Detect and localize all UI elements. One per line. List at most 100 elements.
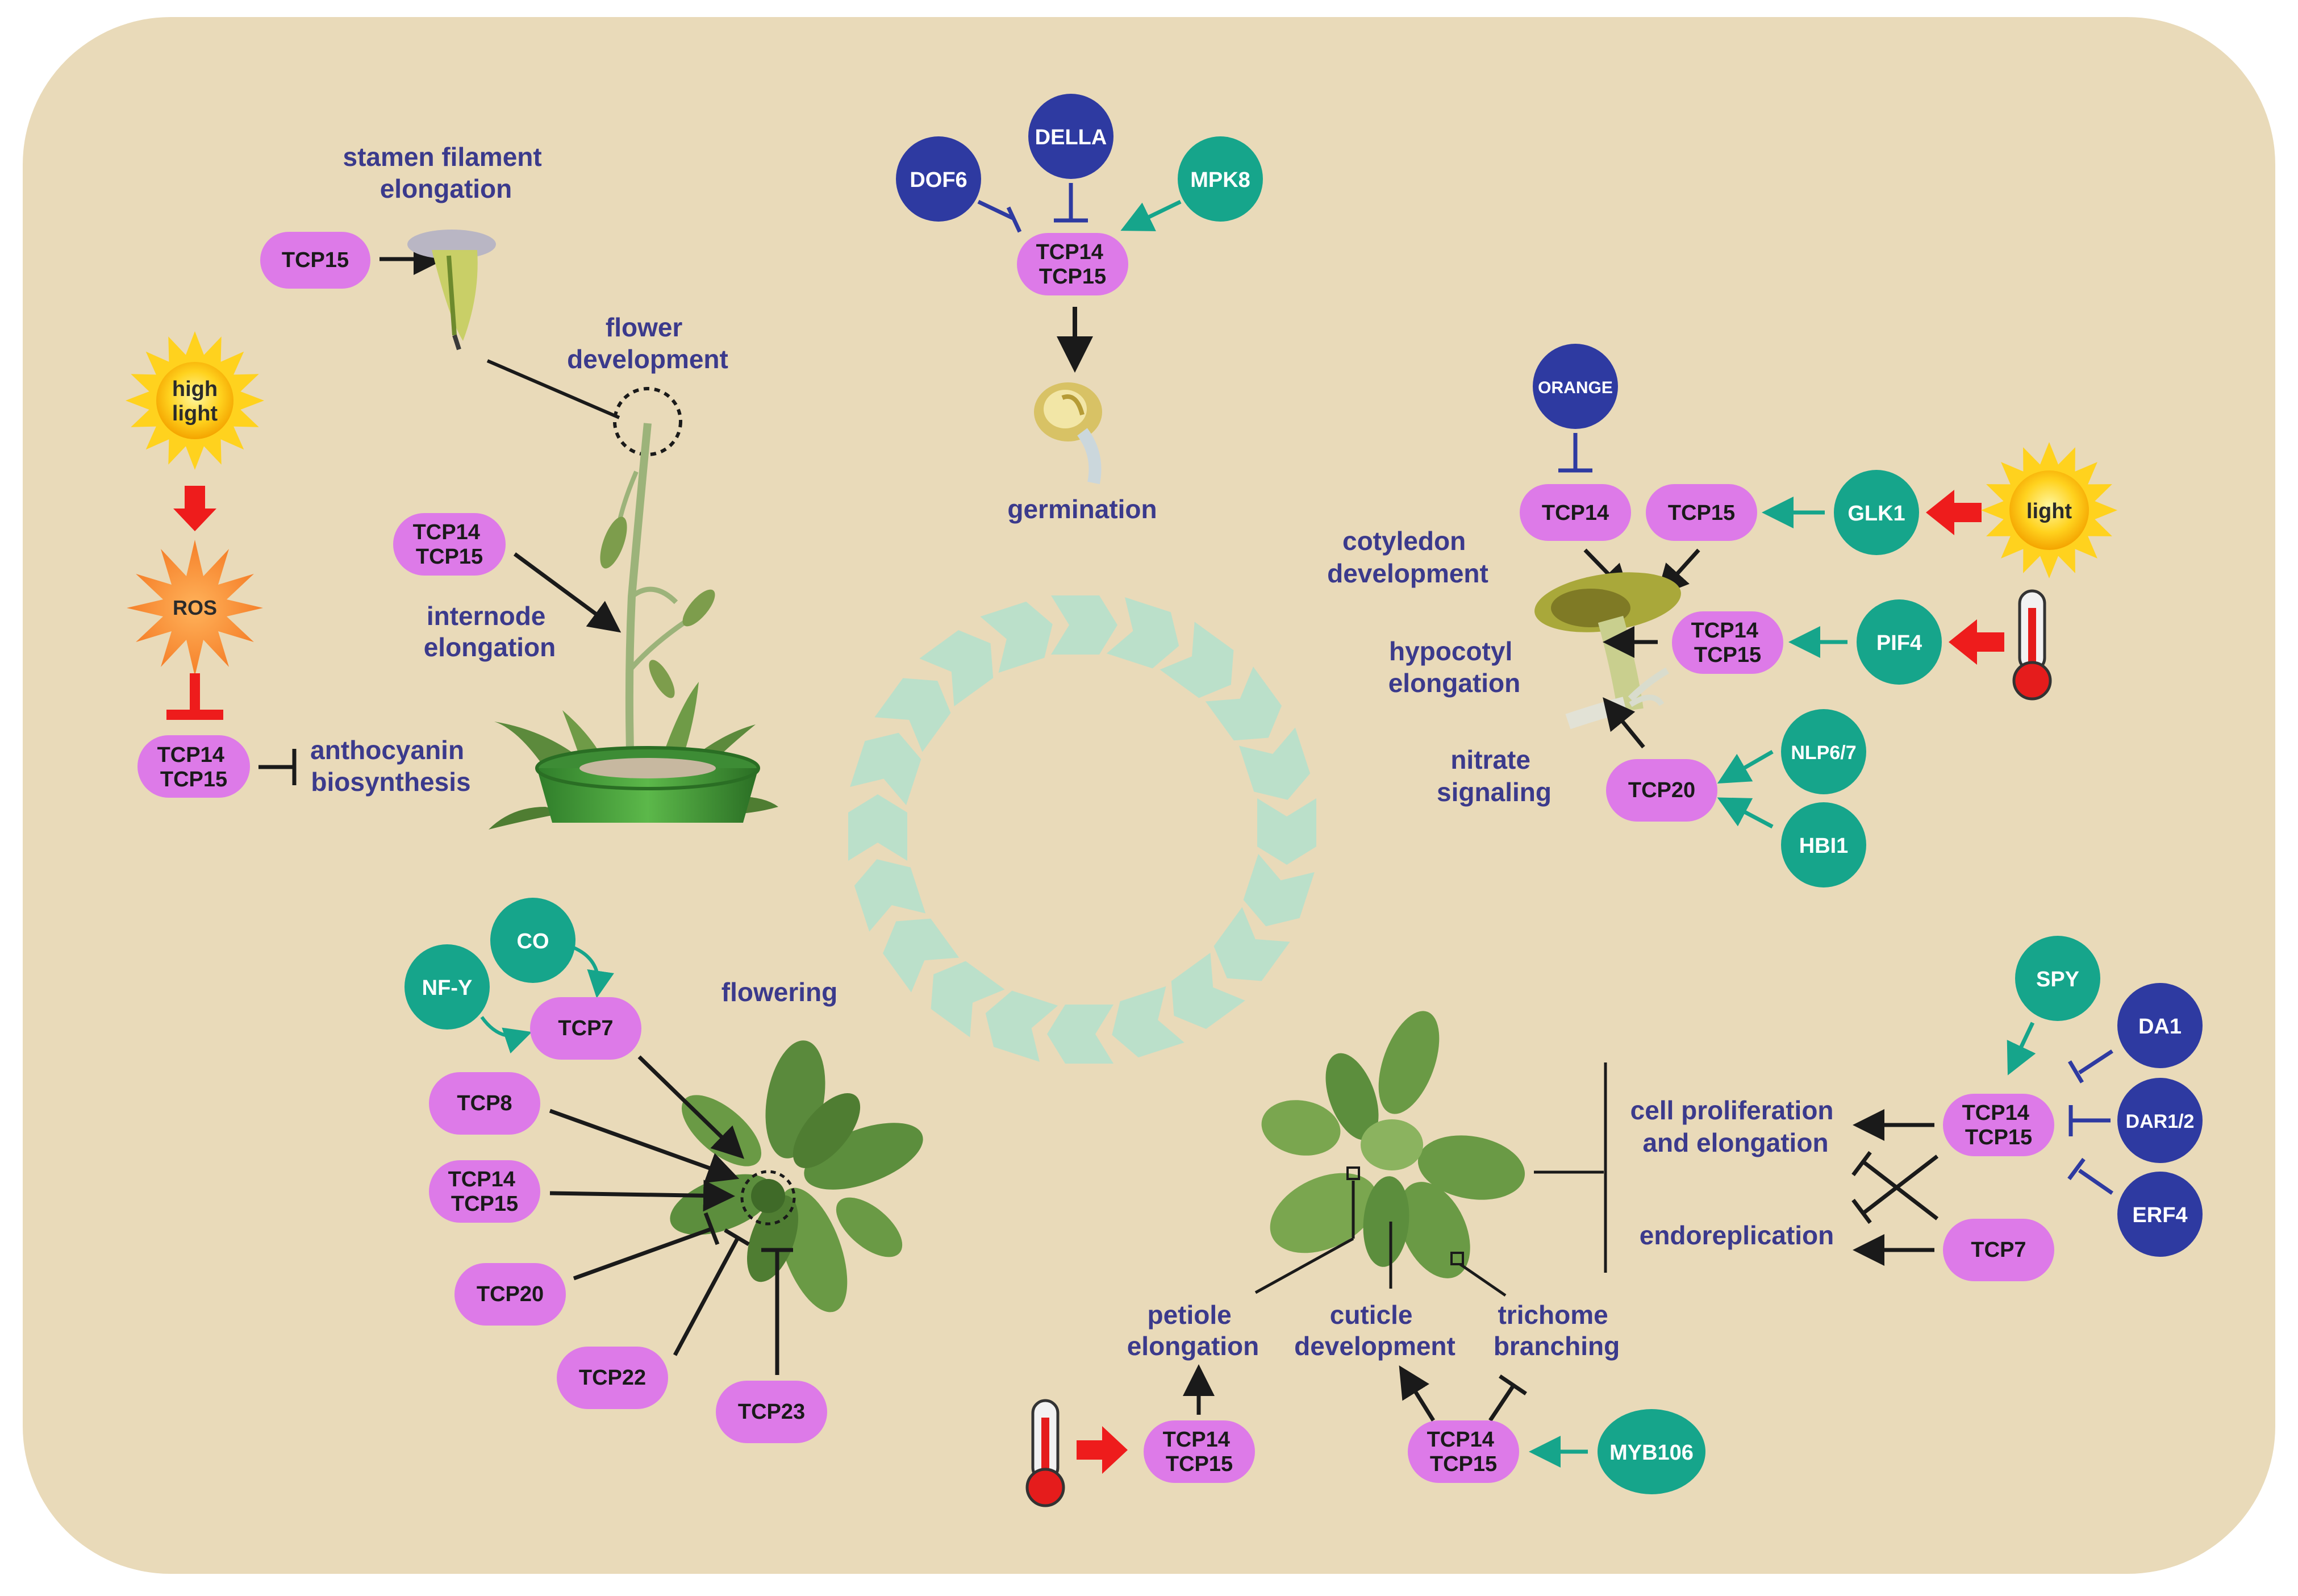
top-right-tcp15-pill: TCP15 [1646, 484, 1757, 541]
high-light-sun-icon: high light [126, 331, 264, 470]
erf4-node: ERF4 [2117, 1172, 2203, 1257]
anthocyanin-inhibition [258, 749, 297, 785]
trichome-inhibition [1488, 1374, 1527, 1422]
light-sun-icon: light [1981, 442, 2117, 578]
svg-text:TCP20: TCP20 [477, 1282, 544, 1306]
cotyledon-label: cotyledon development [1327, 526, 1488, 588]
tcp22-inhibition [673, 1228, 750, 1356]
light-red-arrow [1926, 490, 1982, 535]
cycle-chevron [1112, 986, 1185, 1058]
anthocyanin-label: anthocyanin biosynthesis [310, 735, 472, 797]
nitrate-label: nitrate signaling [1437, 745, 1552, 807]
flower-development-label: flower development [567, 312, 728, 374]
cycle-chevron [1205, 666, 1282, 741]
orange-node: ORANGE [1533, 344, 1618, 429]
thermometer-icon [2012, 589, 2052, 701]
della-inhibition [1054, 183, 1088, 223]
nitrate-tcp20-pill: TCP20 [1606, 759, 1717, 822]
background-panel [23, 17, 2275, 1574]
nlp-node: NLP6/7 [1781, 709, 1866, 794]
petiole-label: petiole elongation [1127, 1300, 1259, 1361]
svg-text:TCP14 TCP15: TCP14 TCP15 [413, 520, 486, 569]
svg-text:CO: CO [517, 930, 549, 953]
endoreplication-label: endoreplication [1640, 1220, 1834, 1250]
spy-activation [2007, 1022, 2036, 1076]
stamen-tcp-pill: TCP15 [260, 232, 370, 289]
cycle-chevron [1106, 597, 1179, 669]
svg-text:SPY: SPY [2036, 968, 2079, 991]
rosette-center-circle [740, 1170, 796, 1226]
flowering-label: flowering [721, 977, 837, 1007]
nfy-node: NF-Y [404, 944, 490, 1030]
bottom-temperature-red-arrow [1077, 1426, 1128, 1474]
svg-text:high: high [172, 377, 218, 401]
ros-inhibition [166, 673, 223, 720]
svg-text:light: light [2026, 499, 2072, 523]
hbi1-node: HBI1 [1781, 802, 1866, 887]
svg-text:TCP20: TCP20 [1628, 778, 1695, 802]
cycle-chevron [1243, 853, 1315, 927]
svg-text:TCP14 TCP15: TCP14 TCP15 [1163, 1428, 1236, 1476]
svg-text:light: light [172, 402, 218, 426]
da1-node: DA1 [2117, 983, 2203, 1068]
cycle-arrows [848, 595, 1316, 1064]
cross-inhibition-2 [1851, 1151, 1939, 1220]
flower-bud-icon [407, 230, 496, 351]
svg-text:ERF4: ERF4 [2132, 1203, 2187, 1227]
cycle-chevron [980, 601, 1053, 673]
myb106-node: MYB106 [1598, 1409, 1705, 1494]
bottom-right-tcp7-pill: TCP7 [1943, 1219, 2054, 1281]
erf4-inhibition [2067, 1157, 2113, 1195]
anthocyanin-tcp-pill: TCP14 TCP15 [137, 735, 250, 798]
bottom-right-main-tcp-pill: TCP14 TCP15 [1943, 1094, 2054, 1156]
svg-text:TCP14 TCP15: TCP14 TCP15 [157, 743, 231, 791]
tcp23-inhibition [761, 1248, 793, 1375]
ros-burst-icon: ROS [127, 540, 263, 676]
svg-text:DAR1/2: DAR1/2 [2126, 1111, 2195, 1132]
pif4-node: PIF4 [1857, 599, 1942, 685]
tcp20-inhibition [573, 1212, 720, 1281]
della-node: DELLA [1028, 94, 1113, 179]
svg-text:TCP14 TCP15: TCP14 TCP15 [1036, 240, 1110, 289]
cycle-chevron [854, 859, 926, 932]
dof6-inhibition [977, 199, 1022, 233]
mpk8-node: MPK8 [1178, 136, 1263, 222]
svg-text:NLP6/7: NLP6/7 [1791, 742, 1856, 764]
svg-text:MPK8: MPK8 [1190, 168, 1250, 192]
hypocotyl-tcp-pill: TCP14 TCP15 [1672, 611, 1783, 674]
svg-text:ORANGE: ORANGE [1538, 378, 1613, 397]
cross-inhibition-1 [1851, 1155, 1939, 1224]
flowering-tcp20-pill: TCP20 [454, 1263, 566, 1326]
mpk8-activation [1120, 199, 1182, 231]
svg-text:NF-Y: NF-Y [422, 976, 473, 1000]
cycle-chevron [848, 794, 907, 861]
da1-inhibition [2067, 1049, 2113, 1084]
cell-proliferation-label: cell proliferation and elongation [1630, 1095, 1841, 1157]
dar12-inhibition [2068, 1105, 2111, 1136]
dof6-node: DOF6 [896, 136, 981, 222]
bottom-thermometer-icon [1025, 1399, 1065, 1507]
petiole-tcp-pill: TCP14 TCP15 [1144, 1420, 1255, 1483]
cuticle-label: cuticle development [1294, 1300, 1455, 1361]
dar12-node: DAR1/2 [2117, 1078, 2203, 1163]
cycle-chevron [850, 732, 921, 806]
hbi1-activation [1717, 797, 1774, 829]
svg-text:HBI1: HBI1 [1799, 834, 1849, 858]
trichome-marker [1450, 1252, 1464, 1265]
hypocotyl-label: hypocotyl elongation [1388, 636, 1521, 698]
svg-text:TCP14 TCP15: TCP14 TCP15 [1691, 619, 1765, 667]
flower-highlight-circle [613, 387, 682, 456]
svg-text:TCP23: TCP23 [738, 1400, 805, 1424]
tcp8-pill: TCP8 [429, 1072, 540, 1135]
flowering-tcp7-pill: TCP7 [530, 997, 641, 1060]
germination-label: germination [1007, 494, 1157, 524]
nlp-activation [1717, 749, 1774, 784]
cycle-chevron [1213, 907, 1290, 981]
trichome-label: trichome branching [1494, 1300, 1620, 1361]
plant-pot [535, 746, 760, 823]
svg-text:TCP22: TCP22 [579, 1366, 646, 1390]
spy-node: SPY [2015, 936, 2100, 1021]
svg-text:ROS: ROS [173, 596, 217, 619]
temperature-red-arrow [1949, 619, 2004, 665]
